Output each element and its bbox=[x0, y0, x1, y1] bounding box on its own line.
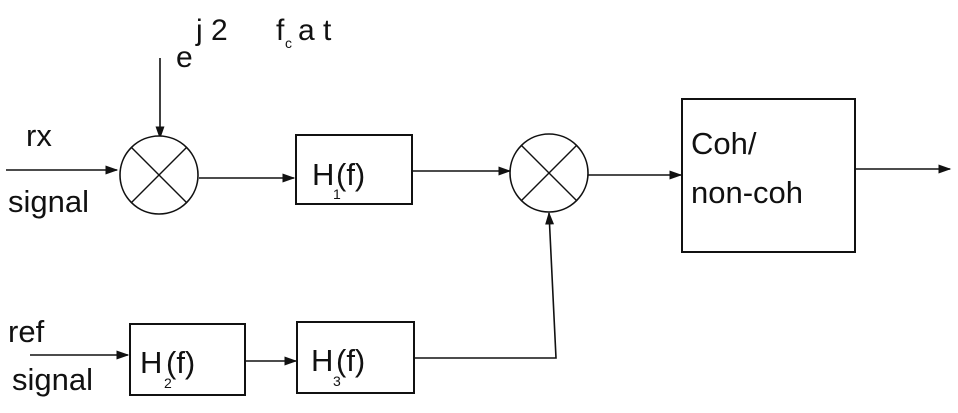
ref-signal-label: signal bbox=[12, 362, 93, 397]
h3-label-sub: 3 bbox=[333, 373, 341, 389]
h1-label-arg: (f) bbox=[336, 157, 365, 192]
h3-filter-block: H 3 (f) bbox=[296, 321, 415, 394]
detector-label-line1: Coh/ bbox=[691, 126, 757, 161]
h1-filter-block: H 1 (f) bbox=[295, 134, 413, 205]
h1-label-sub: 1 bbox=[333, 186, 341, 202]
oscillator-exponent: j 2 bbox=[195, 14, 228, 47]
mixer-1 bbox=[119, 135, 199, 215]
h1-label-main: H bbox=[312, 157, 334, 192]
oscillator-base: e bbox=[176, 41, 193, 74]
h3-label-main: H bbox=[311, 343, 333, 378]
coherent-detector-block: Coh/ non-coh bbox=[681, 98, 856, 253]
oscillator-exponent-f: f bbox=[276, 14, 285, 47]
h3-label-arg: (f) bbox=[336, 343, 365, 378]
mixer-2 bbox=[509, 133, 589, 213]
rx-signal-label: signal bbox=[8, 184, 89, 219]
h3-to-mixer2-wire bbox=[414, 211, 557, 359]
h2-filter-block: H 2 (f) bbox=[129, 323, 246, 396]
h2-label-arg: (f) bbox=[166, 345, 195, 380]
h2-label-main: H bbox=[140, 345, 162, 380]
rx-label: rx bbox=[26, 118, 52, 153]
oscillator-exponent-f-sub: c bbox=[285, 35, 292, 51]
detector-label-line2: non-coh bbox=[691, 175, 803, 210]
oscillator-exponent-rest: a t bbox=[298, 14, 332, 47]
h2-label-sub: 2 bbox=[164, 375, 172, 391]
ref-label: ref bbox=[8, 314, 45, 349]
